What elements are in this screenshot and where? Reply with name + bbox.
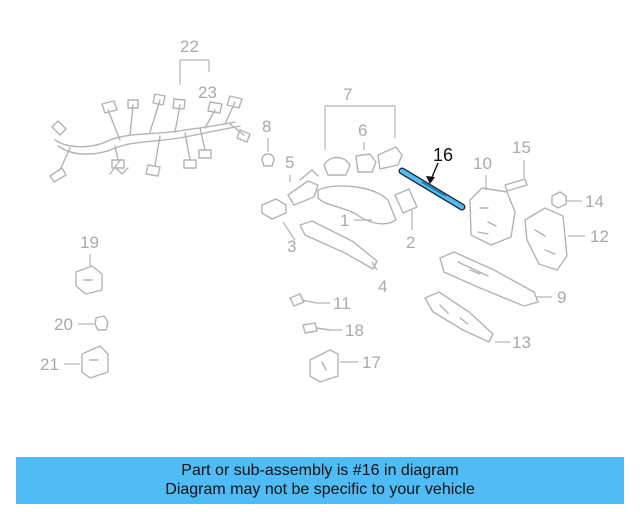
part-7-handle — [323, 156, 351, 176]
callout-15[interactable]: 15 — [512, 138, 531, 157]
callout-3[interactable]: 3 — [287, 237, 296, 256]
callout-14[interactable]: 14 — [585, 192, 604, 211]
callout-22[interactable]: 22 — [180, 37, 199, 56]
callout-7[interactable]: 7 — [343, 85, 352, 104]
callout-6[interactable]: 6 — [358, 121, 367, 140]
callout-17[interactable]: 17 — [362, 353, 381, 372]
part-21-lower-hinge — [81, 345, 109, 379]
callout-5[interactable]: 5 — [285, 153, 294, 172]
banner-line-1: Part or sub-assembly is #16 in diagram — [181, 462, 459, 479]
part-20-bushing — [94, 315, 109, 331]
part-19-hinge — [75, 265, 103, 295]
callout-11[interactable]: 11 — [333, 294, 351, 313]
part-8-knob — [261, 153, 275, 167]
part-2-gasket — [394, 188, 418, 214]
callout-13[interactable]: 13 — [512, 333, 531, 352]
part-3-pad — [261, 198, 287, 220]
callout-23[interactable]: 23 — [198, 83, 217, 102]
part-9-inner-handle — [439, 251, 539, 307]
part-11-screw — [289, 293, 317, 307]
callout-4[interactable]: 4 — [378, 277, 387, 296]
wiring-harness: 22 23 — [49, 37, 251, 183]
part-15-bracket — [504, 178, 528, 192]
part-10-latch — [469, 187, 516, 246]
parts-diagram: 22 23 8 5 7 6 1 2 3 — [40, 37, 609, 383]
callout-20[interactable]: 20 — [54, 315, 73, 334]
callout-8[interactable]: 8 — [262, 117, 271, 136]
callout-21[interactable]: 21 — [40, 355, 59, 374]
callout-19[interactable]: 19 — [80, 233, 99, 252]
part-5-cylinder — [287, 169, 319, 206]
callout-1[interactable]: 1 — [340, 211, 349, 230]
part-1-outer-handle — [317, 185, 397, 225]
callout-12[interactable]: 12 — [590, 227, 609, 246]
part-18-bolt — [302, 322, 331, 334]
part-16-highlighted-rod — [398, 167, 466, 211]
part-17-striker — [309, 349, 339, 383]
part-13-bezel — [424, 291, 494, 343]
callout-9[interactable]: 9 — [557, 288, 566, 307]
callout-16[interactable]: 16 — [433, 145, 453, 165]
callout-18[interactable]: 18 — [345, 321, 364, 340]
callout-10[interactable]: 10 — [473, 154, 492, 173]
part-4-rod — [299, 220, 378, 270]
callout-2[interactable]: 2 — [406, 233, 415, 252]
info-banner: Part or sub-assembly is #16 in diagram D… — [16, 457, 624, 504]
part-14-nut — [551, 191, 567, 209]
banner-line-2: Diagram may not be specific to your vehi… — [165, 481, 475, 498]
part-12-cover — [524, 207, 568, 271]
part-6-cap — [355, 153, 377, 173]
